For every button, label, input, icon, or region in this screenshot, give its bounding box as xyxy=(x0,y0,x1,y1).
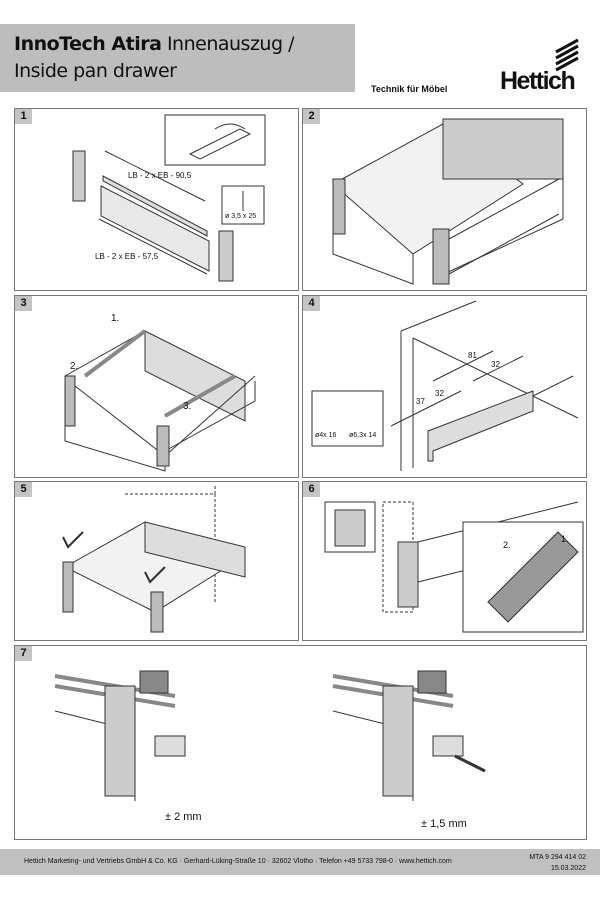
step-1-panel: 1 LB - 2 x EB - 90,5 LB - 2 x EB - 57,5 … xyxy=(14,108,299,291)
step-number: 7 xyxy=(15,646,32,661)
step-number: 6 xyxy=(303,482,320,497)
step-1-illustration xyxy=(72,114,266,282)
step-number: 1 xyxy=(15,109,32,124)
step-5-illustration xyxy=(62,484,246,633)
screw-size-label: ø4x 16 xyxy=(315,432,337,439)
step-label: 1. xyxy=(111,313,120,324)
tolerance-label: ± 1,5 mm xyxy=(421,818,467,830)
subtitle: Inside pan drawer xyxy=(14,60,177,82)
step-6-panel: 6 2. 1. xyxy=(302,481,587,641)
dimension-label: 37 xyxy=(416,397,425,406)
step-label: 2. xyxy=(70,361,79,372)
step-3-illustration xyxy=(64,329,256,472)
footer: Hettich Marketing- und Vertriebs GmbH & … xyxy=(0,849,600,875)
step-4-panel: 4 81 32 32 37 ø4x 16 ø6,3x 14 xyxy=(302,295,587,478)
step-label: 2. xyxy=(503,540,511,550)
title-box: InnoTech Atira Innenauszug / Inside pan … xyxy=(0,24,355,92)
step-5-panel: 5 xyxy=(14,481,299,641)
screw-size-label: ø6,3x 14 xyxy=(349,432,377,439)
screw-size-label: ø 3,5 x 25 xyxy=(225,213,257,220)
step-6-illustration xyxy=(324,501,584,633)
document-date: 15.03.2022 xyxy=(550,865,586,872)
step-3-panel: 3 1. 2. 3. xyxy=(14,295,299,478)
tagline: Technik für Möbel xyxy=(371,84,448,94)
dimension-label: LB - 2 x EB - 57,5 xyxy=(95,252,159,261)
hettich-logo: Hettich xyxy=(500,38,590,96)
dimension-label: 32 xyxy=(491,360,500,369)
dimension-label: LB - 2 x EB - 90,5 xyxy=(128,171,192,180)
dimension-label: 32 xyxy=(435,389,444,398)
logo-text: Hettich xyxy=(500,67,576,95)
dimension-label: 81 xyxy=(468,351,477,360)
step-number: 4 xyxy=(303,296,320,311)
step-7-panel: 7 ± 2 mm ± 1,5 mm xyxy=(14,645,587,840)
step-number: 5 xyxy=(15,482,32,497)
title-text: Innenauszug / xyxy=(161,33,295,55)
step-label: 1. xyxy=(561,534,569,544)
step-7-illustration xyxy=(54,670,486,801)
step-2-panel: 2 xyxy=(302,108,587,291)
document-number: MTA 9 294 414 02 xyxy=(529,854,586,861)
company-address: Hettich Marketing- und Vertriebs GmbH & … xyxy=(24,858,452,865)
step-number: 2 xyxy=(303,109,320,124)
step-2-illustration xyxy=(332,118,564,285)
step-number: 3 xyxy=(15,296,32,311)
tolerance-label: ± 2 mm xyxy=(165,811,202,823)
step-4-illustration xyxy=(311,300,579,471)
step-label: 3. xyxy=(183,401,192,412)
product-name: InnoTech Atira xyxy=(14,33,162,55)
